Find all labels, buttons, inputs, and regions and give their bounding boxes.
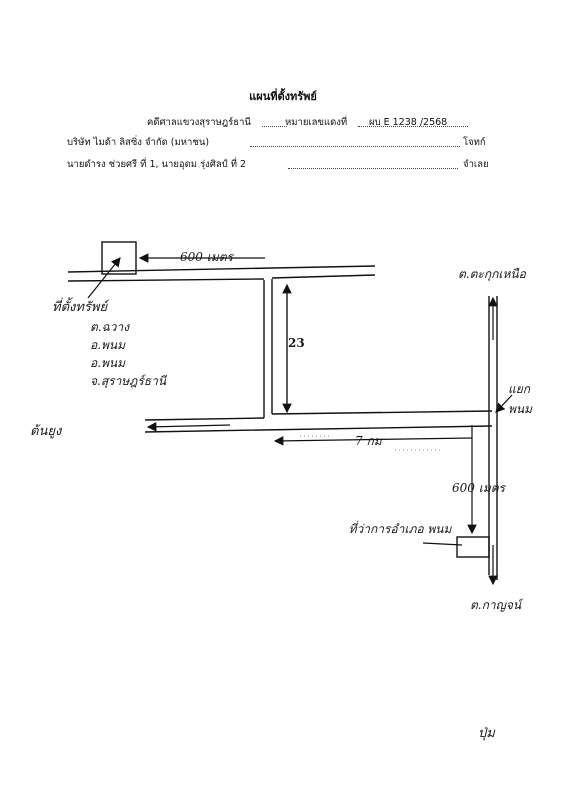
top-road-edge bbox=[67, 278, 265, 282]
property-pointer bbox=[87, 257, 121, 299]
dotted-line bbox=[262, 126, 287, 127]
defendant-names: นายดำรง ช่วยศรี ที่ 1, นายอุดม รุ่งศิลป์… bbox=[67, 159, 247, 170]
district-office-label: ที่ว่าการอำเภอ พนม bbox=[348, 522, 452, 536]
junction-pointer bbox=[495, 394, 513, 413]
court-name: คดีศาลแขวงสุราษฎร์ธานี bbox=[147, 117, 251, 128]
south-destination-label: ต.กาญจน์ bbox=[470, 598, 522, 612]
south-distance-label: 600 เมตร bbox=[452, 481, 505, 495]
plaintiff-role: โจทก์ bbox=[463, 137, 486, 148]
property-district: อ.พนม bbox=[90, 338, 126, 352]
west-direction-arrow bbox=[146, 421, 231, 432]
document-title: แผนที่ตั้งทรัพย์ bbox=[249, 90, 317, 103]
dotted-line bbox=[250, 146, 460, 147]
defendant-role: จำเลย bbox=[463, 159, 489, 170]
office-pointer bbox=[422, 542, 463, 546]
west-destination-label: ต้นยูง bbox=[30, 424, 62, 439]
property-marker-box bbox=[101, 241, 137, 275]
property-amphoe: อ.พนม bbox=[90, 356, 126, 370]
main-road-edge bbox=[271, 410, 493, 415]
top-road-edge bbox=[67, 265, 376, 273]
dotted-line bbox=[288, 168, 458, 169]
signature-mark: ปุ่ม bbox=[478, 726, 495, 741]
main-distance-arrow bbox=[273, 436, 473, 446]
top-distance-label: 600 เมตร bbox=[180, 250, 233, 264]
main-distance-label: 7 กม bbox=[355, 434, 382, 448]
case-number-label: หมายเลขแดงที่ bbox=[285, 117, 348, 128]
property-label: ที่ตั้งทรัพย์ bbox=[52, 300, 108, 315]
plaintiff-name: บริษัท ไมด้า ลิสซิ่ง จำกัด (มหาชน) bbox=[67, 137, 210, 148]
north-destination-label: ต.ตะกุกเหนือ bbox=[458, 267, 526, 281]
main-road-edge bbox=[144, 425, 493, 433]
property-subdistrict: ต.ฉวาง bbox=[90, 320, 130, 334]
road-number-label: 23 bbox=[288, 336, 305, 350]
case-number-value: ผบ E 1238 /2568 bbox=[369, 117, 448, 128]
top-road-edge bbox=[271, 274, 376, 279]
property-province: จ.สุราษฎร์ธานี bbox=[90, 374, 167, 388]
junction-label: แยก พนม bbox=[508, 382, 533, 416]
district-office-box bbox=[456, 536, 490, 558]
main-road-edge bbox=[144, 417, 265, 421]
dotted-line bbox=[358, 126, 468, 127]
